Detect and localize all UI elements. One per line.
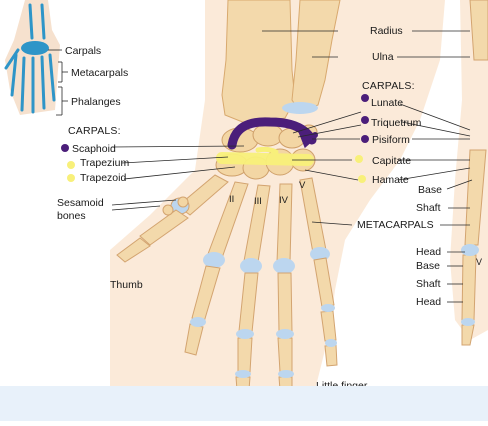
metacarpal-heads: [203, 247, 330, 274]
trapezoid-label: Trapezoid: [80, 172, 127, 184]
phalanx-joints: [190, 304, 337, 378]
shaft-upper-label: Shaft: [416, 202, 441, 214]
inset-carpals-label: Carpals: [65, 45, 102, 57]
ulna-label: Ulna: [372, 51, 394, 63]
head-upper-label: Head: [416, 246, 442, 258]
base-lower-label: Base: [416, 260, 440, 272]
trapezium-yellow-dot: [67, 161, 75, 169]
bottom-band: [0, 386, 488, 421]
metacarpal-iv-numeral: IV: [279, 195, 288, 206]
trapezium-label: Trapezium: [80, 157, 130, 169]
trapezoid-yellow-dot: [67, 174, 75, 182]
capitate-label: Capitate: [372, 155, 412, 167]
carpals-right-purple-dot: [361, 94, 369, 102]
metacarpal-v-numeral: V: [299, 180, 306, 191]
capitate-yellow-dot: [355, 155, 363, 163]
thumb-label: Thumb: [110, 279, 143, 291]
pisiform-label: Pisiform: [372, 134, 410, 146]
yellow-marker-loop: [255, 146, 279, 155]
triquetrum-label: Triquetrum: [371, 117, 422, 129]
hamate-label: Hamate: [372, 174, 409, 186]
ulna-cartilage: [282, 102, 318, 114]
base-upper-label: Base: [418, 184, 442, 196]
metacarpal-ii-numeral: II: [229, 194, 235, 205]
ulna-bone: [291, 0, 341, 113]
right-hand-bones: [461, 0, 488, 346]
radius-label: Radius: [370, 25, 403, 37]
carpals-header-left: CARPALS:: [68, 125, 121, 137]
carpals-header-right: CARPALS:: [362, 80, 415, 92]
hamate-yellow-dot: [358, 175, 366, 183]
bones-label: bones: [57, 210, 86, 222]
thumb-bones: [116, 174, 229, 263]
inset-phalanges-label: Phalanges: [71, 96, 121, 108]
scaphoid-purple-dot: [61, 144, 69, 152]
purple-marker-hook: [297, 125, 318, 149]
right-hand-cartilage: [461, 244, 479, 326]
head-lower-label: Head: [416, 296, 442, 308]
metacarpal-iii-numeral: III: [254, 196, 262, 207]
shaft-lower-label: Shaft: [416, 278, 441, 290]
inset-metacarpals-label: Metacarpals: [71, 67, 129, 79]
lunate-label: Lunate: [371, 97, 404, 109]
scaphoid-label: Scaphoid: [72, 143, 116, 155]
metacarpals-label: METACARPALS: [357, 219, 434, 231]
pisiform-purple-dot: [361, 135, 369, 143]
inset-hand-illustration: [4, 0, 68, 116]
sesamoid-label: Sesamoid: [57, 197, 104, 209]
triquetrum-purple-dot: [361, 116, 369, 124]
right-metacarpal-v-numeral: V: [476, 257, 483, 267]
leader-lines: [111, 30, 473, 303]
